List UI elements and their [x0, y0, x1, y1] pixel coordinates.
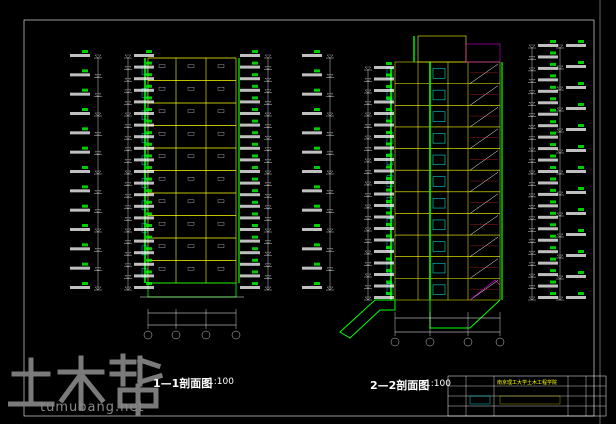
drawing-frame: [23, 19, 595, 417]
section-2-scale: 1:100: [425, 379, 451, 389]
section-2-title: 2—2剖面图: [370, 379, 430, 392]
watermark-url: tumubang.net: [40, 400, 145, 415]
tumubang-logo: [8, 353, 164, 416]
section-1-title: 1—1剖面图: [153, 377, 213, 390]
section-1-scale: 1:100: [208, 377, 234, 387]
title-block: [447, 375, 607, 417]
section-1-building: [140, 57, 244, 340]
title-block-school: 南京理工大学土木工程学院: [497, 380, 558, 386]
section-2-building: [339, 35, 505, 347]
elevation-annotations: [70, 40, 586, 301]
